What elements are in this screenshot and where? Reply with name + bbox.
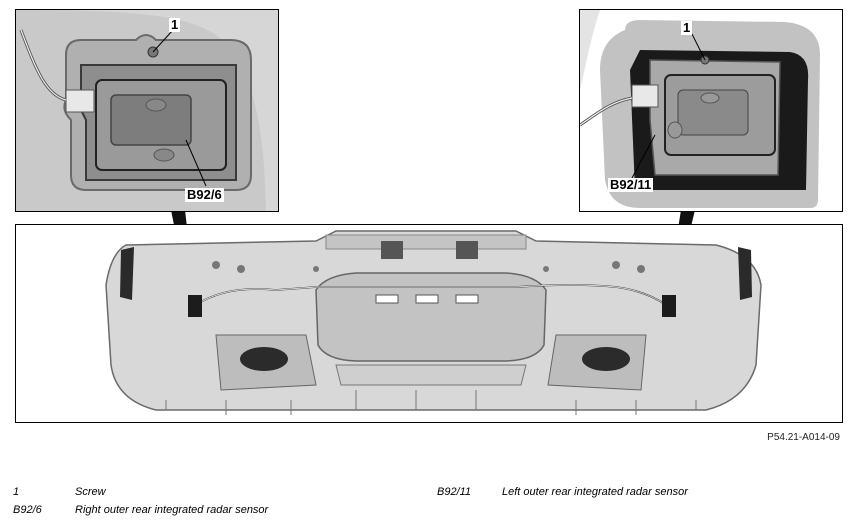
sensor-location-b92-6	[188, 295, 202, 317]
callout-screw-right: 1	[681, 20, 693, 35]
legend-text-1: Screw	[75, 486, 106, 498]
figure-id: P54.21-A014-09	[767, 432, 840, 443]
callout-sensor-b92-6: B92/6	[185, 187, 224, 202]
callout-screw-left: 1	[169, 17, 181, 32]
detail-illustration-left	[16, 10, 278, 211]
legend-key-3: B92/11	[437, 486, 472, 498]
detail-view-left-sensor: 1 B92/11	[579, 9, 843, 212]
detail-view-right-sensor: 1 B92/6	[15, 9, 279, 212]
bumper-illustration	[16, 225, 842, 422]
legend-key-2: B92/6	[13, 504, 42, 516]
connector-plug	[65, 89, 95, 113]
legend-key-1: 1	[13, 486, 20, 498]
detail-illustration-right	[580, 10, 842, 211]
legend-text-3: Left outer rear integrated radar sensor	[502, 486, 688, 498]
sensor-location-b92-11	[662, 295, 676, 317]
callout-sensor-b92-11: B92/11	[608, 177, 654, 192]
legend-text-2: Right outer rear integrated radar sensor	[75, 504, 269, 516]
rear-bumper-overview	[15, 224, 843, 423]
connector-plug	[631, 84, 659, 108]
